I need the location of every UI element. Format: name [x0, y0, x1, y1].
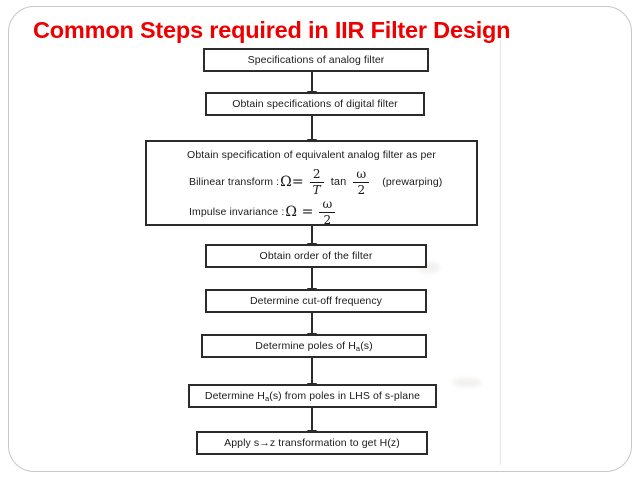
- flow-arrow-6: [307, 358, 317, 392]
- flow-node-specifications-analog-filter[interactable]: Specifications of analog filter: [203, 48, 429, 72]
- fraction-numerator: 2: [312, 167, 321, 181]
- prewarping-note: (prewarping): [382, 176, 443, 189]
- flow-node-label: Obtain specifications of digital filter: [232, 98, 398, 110]
- equation-impulse-invariance: Impulse invariance : Ω = ω 2: [147, 198, 476, 226]
- flow-node-label: Determine poles of Ha(s): [255, 340, 372, 353]
- fraction-numerator: ω: [356, 167, 367, 181]
- scan-artifact-smudge-2: [452, 378, 482, 387]
- flow-node-equivalent-analog-filter-spec[interactable]: Obtain specification of equivalent analo…: [145, 140, 478, 226]
- scan-artifact-smudge-1: [418, 262, 440, 273]
- flow-node-label-pre: Determine poles of H: [255, 339, 356, 352]
- fraction-bar: [353, 181, 370, 183]
- subscript-a: a: [264, 393, 270, 403]
- flow-node-label: Obtain specification of equivalent analo…: [187, 149, 436, 161]
- flow-node-determine-poles-ha-s[interactable]: Determine poles of Ha(s): [201, 334, 427, 358]
- omega-capital-symbol: Ω =: [285, 204, 314, 221]
- fraction-omega-over-two: ω 2: [353, 167, 370, 197]
- fraction-denominator: T: [312, 182, 321, 197]
- equation-label: Impulse invariance :: [189, 206, 285, 219]
- tan-operator: tan: [330, 176, 347, 189]
- flow-node-label: Apply s→z transformation to get H(z): [224, 437, 400, 449]
- fraction-denominator: 2: [357, 182, 366, 197]
- flow-arrow-2: [307, 116, 317, 148]
- fraction-bar: [309, 181, 324, 183]
- flow-arrow-7: [307, 408, 317, 439]
- equation-label: Bilinear transform :: [189, 176, 280, 189]
- flow-node-obtain-order-of-filter[interactable]: Obtain order of the filter: [205, 244, 427, 268]
- flow-node-label: Obtain order of the filter: [259, 250, 373, 262]
- flow-arrow-3: [307, 226, 317, 252]
- equation-bilinear-transform: Bilinear transform : Ω= 2 T tan ω 2 (pre…: [147, 168, 476, 196]
- flow-node-label: Specifications of analog filter: [247, 54, 385, 66]
- flow-node-label-pre: Determine H: [204, 389, 265, 402]
- omega-capital-symbol: Ω=: [280, 174, 304, 191]
- fraction-bar: [319, 211, 336, 213]
- flow-arrow-1: [307, 72, 317, 100]
- fraction-omega-over-two: ω 2: [319, 197, 336, 227]
- flow-node-label-post: (s) from poles in LHS of s-plane: [269, 389, 421, 402]
- flow-node-label: Determine cut-off frequency: [249, 295, 383, 307]
- fraction-denominator: 2: [323, 212, 332, 227]
- page-title: Common Steps required in IIR Filter Desi…: [33, 17, 511, 43]
- flow-node-determine-ha-s-from-lhs-poles[interactable]: Determine Ha(s) from poles in LHS of s-p…: [188, 384, 437, 408]
- flow-arrow-5: [307, 313, 317, 342]
- fraction-numerator: ω: [322, 197, 333, 212]
- flow-node-obtain-specifications-digital-filter[interactable]: Obtain specifications of digital filter: [205, 92, 425, 116]
- flow-node-determine-cutoff-frequency[interactable]: Determine cut-off frequency: [205, 289, 427, 313]
- flow-node-label-post: (s): [360, 339, 373, 352]
- flow-arrow-4: [307, 268, 317, 297]
- scan-artifact-line: [500, 40, 501, 465]
- subscript-a: a: [355, 343, 361, 353]
- flow-node-apply-s-to-z-transformation[interactable]: Apply s→z transformation to get H(z): [196, 431, 428, 455]
- fraction-two-over-t: 2 T: [309, 167, 324, 197]
- flow-node-label: Determine Ha(s) from poles in LHS of s-p…: [205, 390, 420, 403]
